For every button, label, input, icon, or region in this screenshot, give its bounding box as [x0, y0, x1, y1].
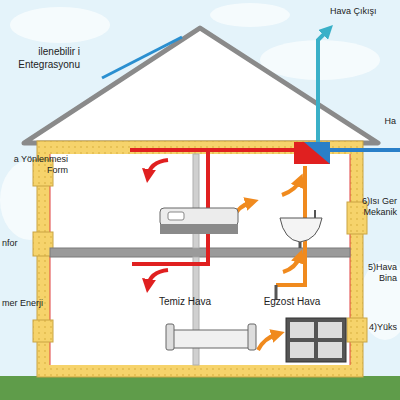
air-label: Egzost Hava [252, 296, 332, 309]
air-intake [330, 148, 400, 152]
roof [24, 28, 378, 143]
callout-label: ilenebilir i Entegrasyonu [2, 46, 80, 71]
sink [280, 210, 322, 248]
wall-windows [33, 160, 367, 342]
callout-label: 4)Yüks [365, 322, 397, 333]
ground [0, 376, 400, 400]
partition [193, 257, 199, 365]
callout-label: 6)Isı Ger Mekanik [347, 196, 397, 219]
callout-label: a Yönlenmesi Form [2, 154, 68, 177]
bed [160, 208, 238, 234]
insulation-shell [37, 141, 363, 377]
callout-label: nfor [2, 238, 32, 249]
callout-label: mer Enerji [2, 298, 62, 309]
callout-label: Hava Çıkışı [330, 6, 398, 17]
kitchen-units [286, 318, 346, 362]
supply-duct [130, 150, 298, 264]
callout-label: Ha [376, 116, 396, 127]
solar-panel [102, 37, 182, 78]
air-outlet [318, 30, 328, 142]
callout-label: 5)Hava Bina [361, 262, 397, 285]
heat-recovery-unit [294, 142, 330, 164]
interior [50, 154, 350, 365]
sofa [166, 324, 256, 350]
air-label: Temiz Hava [150, 296, 220, 309]
